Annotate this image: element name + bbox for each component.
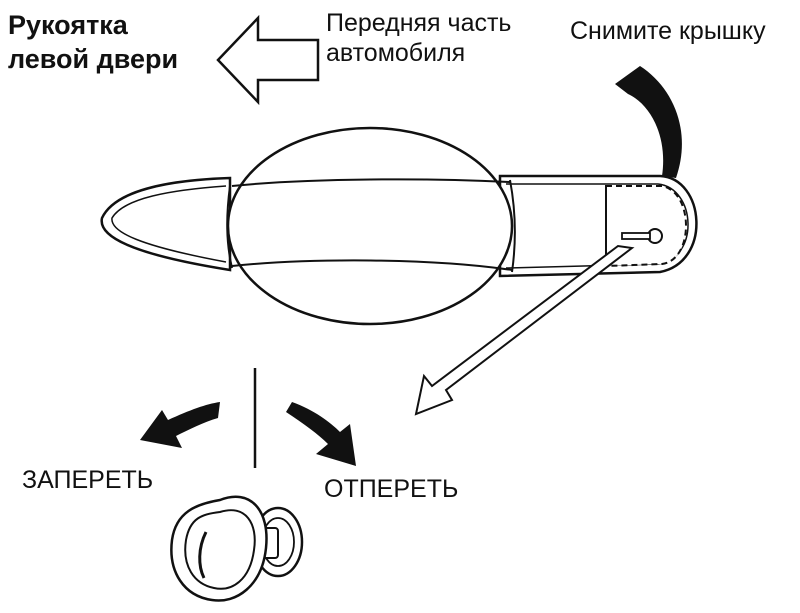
key-cylinder-icon	[170, 495, 304, 602]
keyhole-pointer-arrow-icon	[414, 244, 635, 416]
key-cover	[605, 185, 687, 268]
front-direction-arrow-icon	[216, 14, 320, 106]
remove-cover-arrow-icon	[615, 66, 682, 178]
lock-label: ЗАПЕРЕТЬ	[22, 466, 154, 494]
unlock-arrow-icon	[286, 402, 356, 466]
keyhole-icon	[621, 228, 663, 244]
title-line-1: Рукоятка	[8, 10, 128, 40]
lock-arrow-icon	[140, 402, 220, 448]
remove-cover-label: Снимите крышку	[570, 17, 766, 45]
front-label-line-1: Передняя часть	[326, 9, 512, 37]
diagram-title: Рукоятка левой двери	[8, 8, 178, 76]
front-label-line-2: автомобиля	[326, 39, 466, 67]
handle-body	[100, 126, 698, 326]
unlock-label: ОТПЕРЕТЬ	[324, 475, 459, 503]
title-line-2: левой двери	[8, 44, 179, 74]
front-of-vehicle-label: Передняя часть автомобиля	[326, 8, 511, 68]
